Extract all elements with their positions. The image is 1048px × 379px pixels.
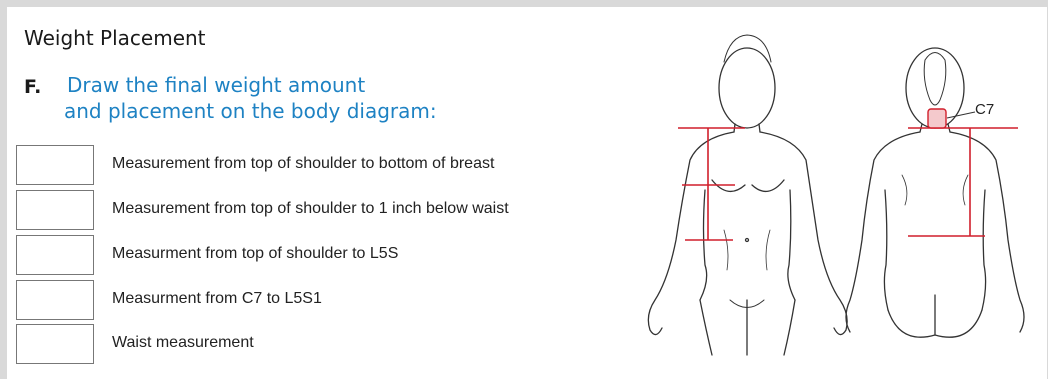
question-line-1: Draw the final weight amount	[67, 72, 437, 98]
measurement-input-c7-to-l5s1[interactable]	[16, 280, 94, 320]
measurement-label: Measurement from top of shoulder to 1 in…	[112, 200, 509, 218]
measurement-label: Measurment from top of shoulder to L5S	[112, 245, 398, 263]
measurement-label: Waist measurement	[112, 334, 254, 352]
measurement-label: Measurment from C7 to L5S1	[112, 290, 322, 308]
measurement-input-shoulder-to-l5s[interactable]	[16, 235, 94, 275]
body-diagram[interactable]	[640, 30, 1040, 370]
measurement-label: Measurement from top of shoulder to bott…	[112, 155, 494, 173]
measurement-input-shoulder-to-below-waist[interactable]	[16, 190, 94, 230]
c7-label: C7	[975, 101, 994, 118]
section-title: Weight Placement	[24, 26, 206, 50]
question-text: Draw the final weight amount and placeme…	[67, 72, 437, 124]
front-body-figure	[648, 35, 847, 355]
measurement-input-shoulder-to-breast[interactable]	[16, 145, 94, 185]
back-body-figure	[846, 48, 1024, 337]
question-line-2: and placement on the body diagram:	[64, 98, 437, 124]
question-letter: F.	[24, 76, 41, 98]
c7-vertebra-marker[interactable]	[928, 109, 946, 128]
front-measurement-lines	[678, 128, 745, 240]
c7-leader-line	[947, 112, 975, 118]
measurement-input-waist[interactable]	[16, 324, 94, 364]
back-measurement-lines	[908, 128, 1018, 236]
